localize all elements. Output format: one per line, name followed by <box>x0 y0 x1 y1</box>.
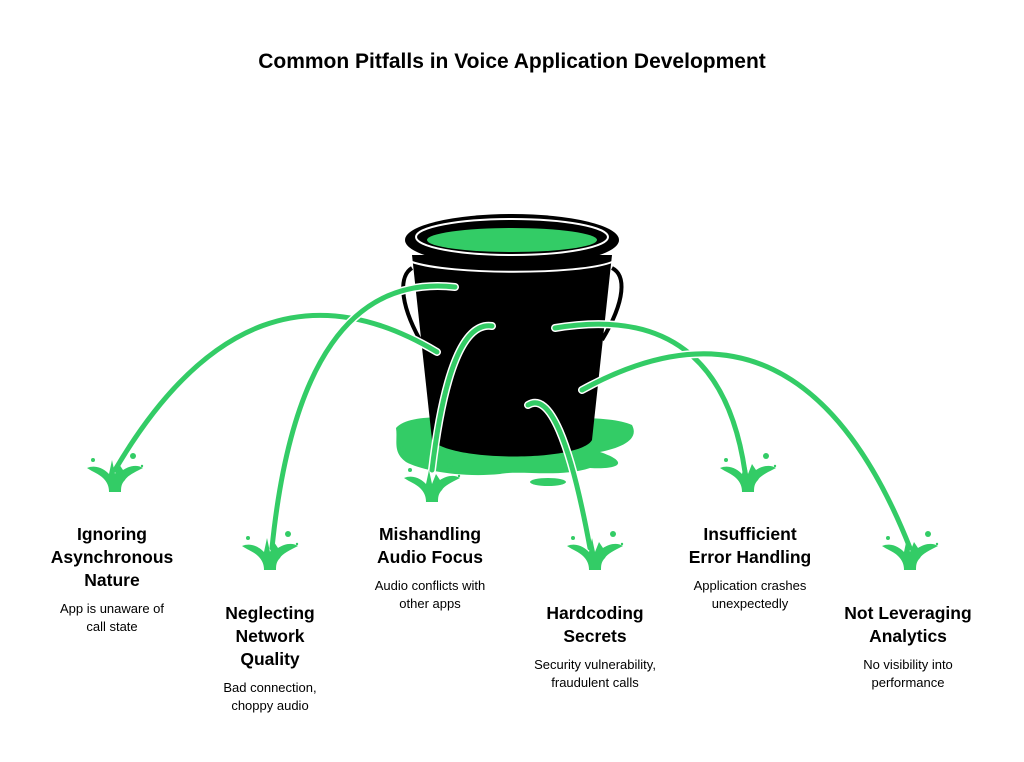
pitfall-title: Not Leveraging <box>844 603 972 623</box>
pitfall-title: Neglecting <box>225 603 315 623</box>
bucket-body <box>412 255 612 457</box>
pitfall-title: Quality <box>240 649 300 669</box>
stream <box>112 312 440 473</box>
stream <box>269 283 458 551</box>
pitfall-description: Security vulnerability, <box>534 657 656 672</box>
pitfall-title: Ignoring <box>77 524 147 544</box>
pitfall-description: choppy audio <box>231 697 309 713</box>
pitfall-description: unexpectedly <box>711 595 789 611</box>
stream <box>525 400 593 551</box>
pitfall-title: Error Handling <box>688 547 812 567</box>
stream <box>552 321 748 475</box>
pitfall-description: fraudulent calls <box>551 674 639 690</box>
pitfall-description: other apps <box>399 595 461 611</box>
pitfall-title: Hardcoding <box>546 603 644 623</box>
pitfall-title: Secrets <box>563 626 627 646</box>
pitfall-title: Analytics <box>869 626 947 646</box>
stream <box>579 351 913 551</box>
pitfall-description: call state <box>86 618 138 634</box>
pitfall-title: Network <box>235 626 305 646</box>
pitfall-description: Audio conflicts with <box>374 578 486 593</box>
pitfall-title: Mishandling <box>378 524 482 544</box>
pitfall-description: Application crashes <box>693 578 807 593</box>
pitfall-title: Insufficient <box>703 524 797 544</box>
diagram-title: Common Pitfalls in Voice Application Dev… <box>258 50 766 73</box>
pitfall-description: No visibility into <box>863 657 953 672</box>
pitfall-title: Asynchronous <box>50 547 174 567</box>
pitfall-description: Bad connection, <box>223 680 317 695</box>
pitfall-description: App is unaware of <box>59 601 165 616</box>
pitfall-description: performance <box>871 674 945 690</box>
stream <box>429 323 495 473</box>
splash-icon <box>567 531 624 570</box>
pitfall-title: Audio Focus <box>377 547 483 567</box>
pitfall-title: Nature <box>84 570 140 590</box>
